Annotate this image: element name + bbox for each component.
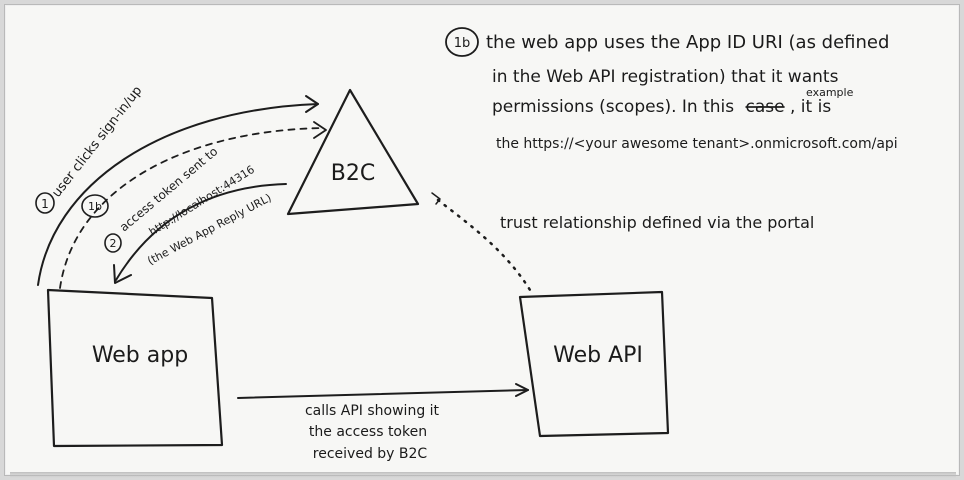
step-1b-marker: 1b [81, 194, 109, 218]
web-app-node: Web app [46, 288, 224, 448]
note-line3-insert: example [806, 86, 854, 99]
note-line2: in the Web API registration) that it wan… [492, 67, 839, 87]
note-marker [445, 27, 479, 57]
note-line3: permissions (scopes). In this case , it … [492, 97, 831, 117]
paper-shadow [10, 472, 956, 478]
arrow-calls-api [237, 383, 529, 399]
trust-dotted-line [431, 192, 532, 292]
web-api-node: Web API [518, 290, 670, 438]
step-1-marker: 1 [35, 192, 55, 214]
calls-api-label: calls API showing it the access token re… [305, 403, 440, 462]
trust-label: trust relationship defined via the porta… [500, 213, 814, 232]
svg-text:1: 1 [41, 197, 49, 211]
b2c-node: B2C [286, 88, 420, 216]
arrow-token-return [113, 183, 287, 284]
step-2-marker: 2 [104, 233, 122, 253]
web-api-label: Web API [553, 343, 643, 368]
arrow-app-id-uri [59, 121, 327, 289]
step-1-label: user clicks sign-in/up [49, 83, 145, 200]
svg-text:calls API showing it: calls API showing it [305, 403, 440, 419]
note-line4: the https://<your awesome tenant>.onmicr… [496, 136, 898, 152]
svg-text:1b: 1b [88, 200, 102, 213]
svg-text:the access token: the access token [309, 424, 427, 440]
svg-text:2: 2 [110, 237, 117, 250]
b2c-label: B2C [331, 161, 375, 186]
note-line1: the web app uses the App ID URI (as defi… [486, 32, 889, 53]
paper-background [4, 4, 960, 476]
svg-text:received by B2C: received by B2C [313, 446, 428, 462]
note-1b: 1b the web app uses the App ID URI (as d… [445, 27, 898, 152]
arrow-sign-in [37, 95, 319, 286]
svg-text:1b: 1b [454, 36, 471, 51]
web-app-label: Web app [92, 343, 188, 368]
